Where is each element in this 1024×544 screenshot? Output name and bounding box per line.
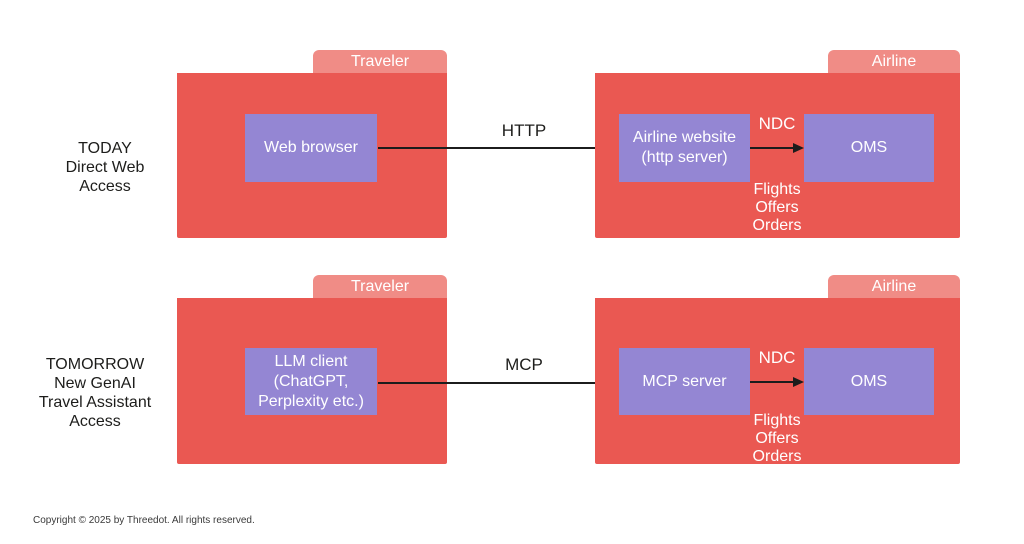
tomorrow-airline-folder-tab: Airline [828,275,960,298]
tomorrow-ndc-arrow [750,381,793,383]
today-flights-offers-orders-label: Flights Offers Orders [752,181,802,234]
tomorrow-mcp-arrow-label: MCP [505,355,543,374]
today-airline-folder-tab: Airline [828,50,960,73]
tomorrow-mcp-arrow [378,382,611,384]
tomorrow-llm-client-box: LLM client (ChatGPT, Perplexity etc.) [245,348,377,415]
tomorrow-mcp-server-box: MCP server [619,348,750,415]
today-http-arrow-label: HTTP [501,121,547,140]
today-ndc-arrow [750,147,793,149]
today-traveler-folder-tab: Traveler [313,50,447,73]
today-airline-website-box: Airline website (http server) [619,114,750,182]
today-oms-box: OMS [804,114,934,182]
today-web-browser-box: Web browser [245,114,377,182]
tomorrow-row-label: TOMORROW New GenAI Travel Assistant Acce… [38,356,152,430]
copyright-text: Copyright © 2025 by Threedot. All rights… [33,515,255,526]
today-ndc-arrow-label: NDC [758,114,796,133]
today-http-arrow [378,147,611,149]
tomorrow-oms-box: OMS [804,348,934,415]
tomorrow-ndc-arrow-label: NDC [758,348,796,367]
tomorrow-traveler-folder-tab: Traveler [313,275,447,298]
today-row-label: TODAY Direct Web Access [65,140,145,195]
tomorrow-flights-offers-orders-label: Flights Offers Orders [752,412,802,465]
